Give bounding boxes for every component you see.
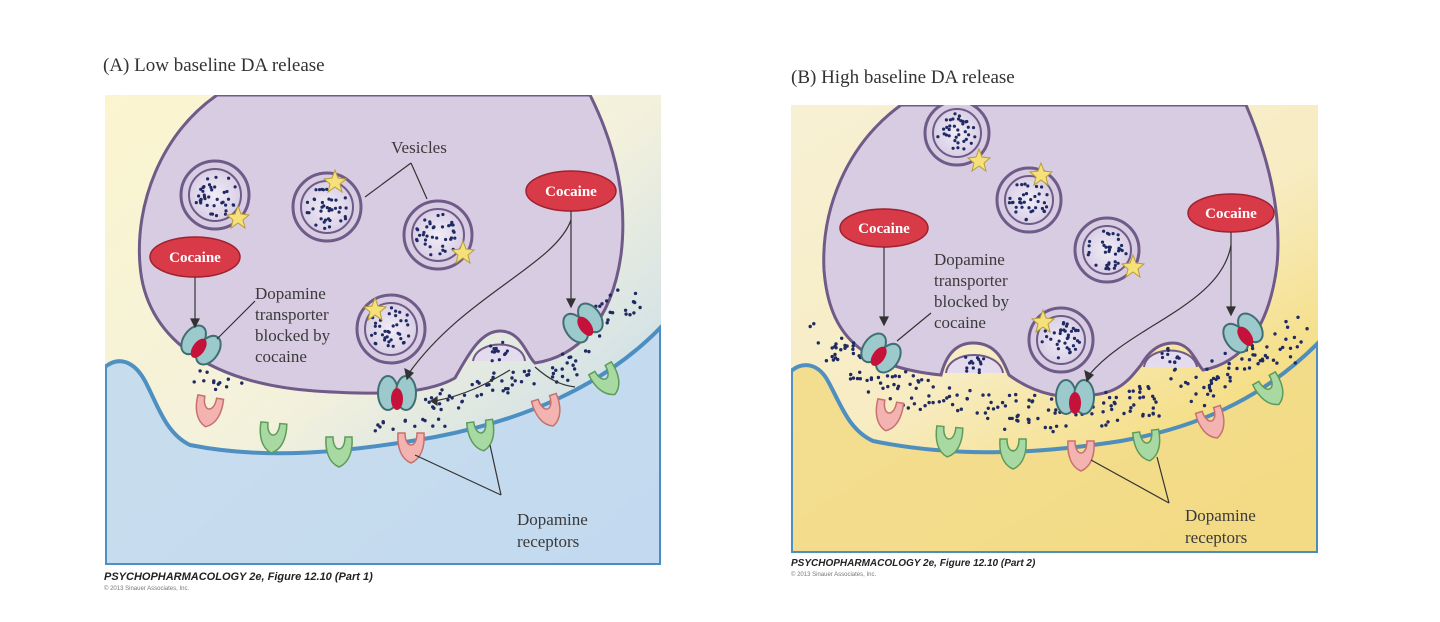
dopamine-transporter-middle <box>1055 379 1095 415</box>
dopamine-transporter-left <box>860 332 902 374</box>
fusing-vesicle-right <box>1143 349 1198 368</box>
panel-b-title: (B) High baseline DA release <box>791 67 1015 88</box>
transporter-label: Dopamine transporter blocked by cocaine <box>934 250 1013 332</box>
dopamine-transporter-middle <box>377 375 417 411</box>
dopamine-molecules <box>808 112 1309 434</box>
panel-a-caption: PSYCHOPHARMACOLOGY 2e, Figure 12.10 (Par… <box>104 571 373 583</box>
vesicle-4 <box>355 293 427 365</box>
dopamine-receptors <box>875 370 1284 472</box>
vesicle-1 <box>179 159 251 231</box>
cocaine-badge-left: Cocaine <box>839 208 929 248</box>
dopamine-receptors <box>195 360 620 468</box>
vesicle-1 <box>923 105 991 167</box>
panel-a-svg: Cocaine Cocaine Vesicles Dopamine transp… <box>105 95 661 565</box>
transporter-label: Dopamine transporter blocked by cocaine <box>255 284 334 366</box>
panel-b-caption: PSYCHOPHARMACOLOGY 2e, Figure 12.10 (Par… <box>791 558 1036 569</box>
panel-a-copyright: © 2013 Sinauer Associates, Inc. <box>104 586 190 592</box>
cocaine-label-left: Cocaine <box>858 221 910 237</box>
dopamine-transporter-right <box>1222 312 1264 354</box>
vesicle-4 <box>1027 306 1095 374</box>
vesicles-label: Vesicles <box>391 138 447 157</box>
fusing-vesicle <box>472 343 526 362</box>
cocaine-badge-left: Cocaine <box>149 236 241 278</box>
dopamine-transporter-right <box>562 302 604 344</box>
fusing-vesicle-left <box>945 354 1004 374</box>
cocaine-label-left: Cocaine <box>169 250 221 266</box>
cocaine-badge-right: Cocaine <box>525 170 617 212</box>
vesicle-2 <box>995 166 1063 234</box>
panel-b-diagram: Cocaine Cocaine Dopamine transporter blo… <box>791 105 1318 553</box>
cocaine-label-right: Cocaine <box>545 184 597 200</box>
vesicle-protein-stars <box>225 168 476 322</box>
cocaine-label-right: Cocaine <box>1205 206 1257 222</box>
panel-a-title: (A) Low baseline DA release <box>103 55 325 76</box>
receptors-label: Dopamine receptors <box>1185 506 1260 547</box>
panel-b-arrows <box>879 232 1236 504</box>
panel-b-svg: Cocaine Cocaine Dopamine transporter blo… <box>791 105 1318 553</box>
panel-a-diagram: Cocaine Cocaine Vesicles Dopamine transp… <box>105 95 661 565</box>
vesicle-protein-stars <box>966 147 1146 334</box>
dopamine-transporter-left <box>180 324 222 366</box>
panel-b-copyright: © 2013 Sinauer Associates, Inc. <box>791 572 877 578</box>
panel-a-arrows <box>190 162 576 496</box>
presynaptic-terminal <box>137 95 625 395</box>
cocaine-badge-right: Cocaine <box>1187 193 1275 233</box>
postsynaptic-cell <box>105 324 661 565</box>
receptors-label: Dopamine receptors <box>517 510 592 551</box>
